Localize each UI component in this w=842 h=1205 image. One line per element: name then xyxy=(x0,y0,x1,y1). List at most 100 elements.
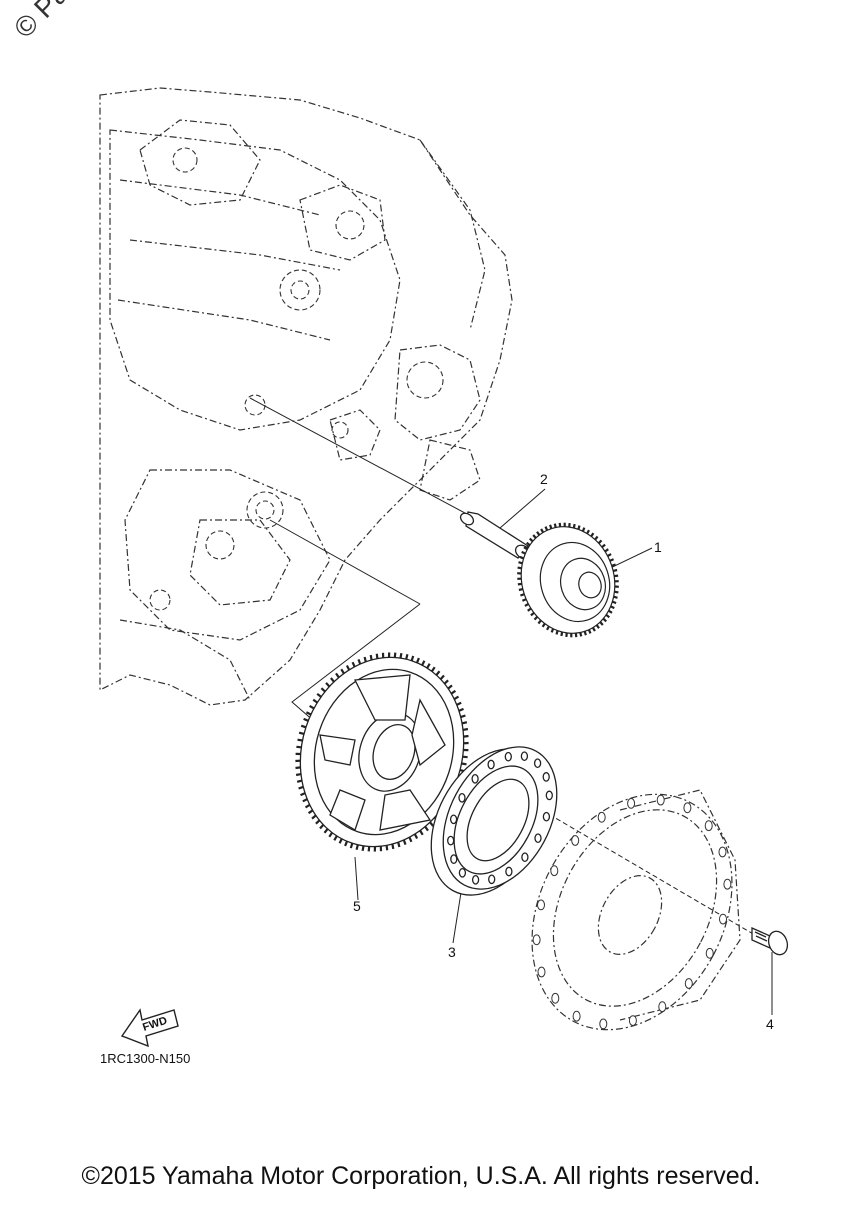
clutch-hole xyxy=(488,760,494,768)
gear-tooth xyxy=(377,654,378,659)
gear-tooth xyxy=(301,793,306,795)
gear-tooth xyxy=(306,712,311,714)
gear-tooth xyxy=(610,559,614,561)
gear-tooth xyxy=(593,628,595,632)
housing-slot xyxy=(600,1019,607,1029)
gear-tooth xyxy=(613,570,617,571)
housing-slot xyxy=(551,866,558,876)
housing-slot xyxy=(705,821,712,831)
gear-tooth xyxy=(296,774,301,775)
clutch-hole xyxy=(521,752,527,760)
gear-tooth xyxy=(525,604,528,606)
shaft-part-2 xyxy=(458,511,533,562)
idler-gear-part-1 xyxy=(508,514,629,645)
gear-tooth xyxy=(336,673,339,677)
clutch-hole xyxy=(543,773,549,781)
clutch-hole xyxy=(489,875,495,883)
gear-tooth xyxy=(321,688,325,691)
housing-slot xyxy=(719,847,726,857)
gear-tooth xyxy=(415,834,417,839)
gear-tooth xyxy=(395,653,396,658)
housing-slot xyxy=(659,1002,666,1012)
gear-tooth xyxy=(557,631,558,635)
gear-tooth xyxy=(365,657,366,662)
gear-tooth xyxy=(538,620,541,623)
gear-tooth xyxy=(520,594,524,595)
clutch-hole xyxy=(451,815,457,823)
gear-tooth xyxy=(309,810,313,813)
gear-tooth xyxy=(612,602,616,604)
gear-tooth xyxy=(611,606,615,608)
gear-tooth xyxy=(398,842,399,847)
gear-tooth xyxy=(600,622,603,625)
gear-tooth xyxy=(585,631,586,635)
gear-tooth xyxy=(329,833,332,837)
gear-tooth xyxy=(576,633,577,637)
housing-slot xyxy=(538,900,545,910)
gear-tooth xyxy=(303,799,307,801)
gear-tooth xyxy=(520,557,524,559)
gear-tooth xyxy=(560,523,561,527)
gear-tooth xyxy=(299,733,304,734)
gear-tooth xyxy=(387,845,388,850)
housing-slot xyxy=(572,836,579,846)
housing-slot xyxy=(685,979,692,989)
gear-tooth xyxy=(306,805,310,808)
gear-tooth xyxy=(606,615,609,618)
fwd-arrow-icon: FWD xyxy=(122,1010,178,1046)
gear-tooth xyxy=(392,844,393,849)
engine-crankcase xyxy=(100,88,512,705)
gear-tooth xyxy=(445,680,449,683)
gear-tooth xyxy=(591,533,593,536)
gear-tooth xyxy=(347,666,349,671)
gear-tooth xyxy=(603,619,606,622)
gear-tooth xyxy=(412,656,414,661)
gear-tooth xyxy=(357,845,358,850)
gear-tooth xyxy=(519,562,523,563)
housing-slot xyxy=(598,812,605,822)
callout-part-4: 4 xyxy=(766,1016,774,1032)
gear-tooth xyxy=(351,843,353,848)
gear-tooth xyxy=(464,736,469,737)
gear-tooth xyxy=(331,678,334,682)
gear-tooth xyxy=(574,524,575,528)
copyright-notice: ©2015 Yamaha Motor Corporation, U.S.A. A… xyxy=(0,1162,842,1191)
gear-tooth xyxy=(457,703,461,705)
gear-tooth xyxy=(427,664,430,668)
housing-slot xyxy=(684,803,691,813)
housing-slot xyxy=(573,1011,580,1021)
gear-tooth xyxy=(533,535,536,538)
gear-tooth xyxy=(518,568,522,569)
gear-tooth xyxy=(463,729,468,730)
gear-tooth xyxy=(406,654,407,659)
gear-tooth xyxy=(301,726,306,728)
gear-tooth xyxy=(340,839,342,843)
gear-tooth xyxy=(353,662,355,667)
gear-tooth xyxy=(605,549,608,551)
gear-tooth xyxy=(441,676,444,680)
rotor-housing-slots xyxy=(533,795,731,1029)
gear-tooth xyxy=(425,827,428,831)
gear-tooth xyxy=(518,584,522,585)
housing-slot xyxy=(720,914,727,924)
clutch-hole xyxy=(473,876,479,884)
clutch-hole xyxy=(459,794,465,802)
gear-tooth xyxy=(430,822,433,826)
gear-tooth xyxy=(614,576,618,577)
gear-tooth xyxy=(614,592,618,593)
gear-tooth xyxy=(359,659,361,664)
gear-tooth xyxy=(552,629,553,633)
gear-tooth xyxy=(310,706,314,709)
gear-tooth xyxy=(334,836,337,840)
clutch-hole xyxy=(543,813,549,821)
callout-part-3: 3 xyxy=(448,944,456,960)
gear-tooth xyxy=(612,565,616,566)
gear-tooth xyxy=(417,658,419,663)
gear-tooth xyxy=(543,624,545,627)
clutch-hole xyxy=(459,869,465,877)
gear-tooth xyxy=(519,589,523,590)
gear-tooth xyxy=(296,767,301,768)
gear-tooth xyxy=(599,540,602,543)
gear-tooth xyxy=(597,625,599,628)
